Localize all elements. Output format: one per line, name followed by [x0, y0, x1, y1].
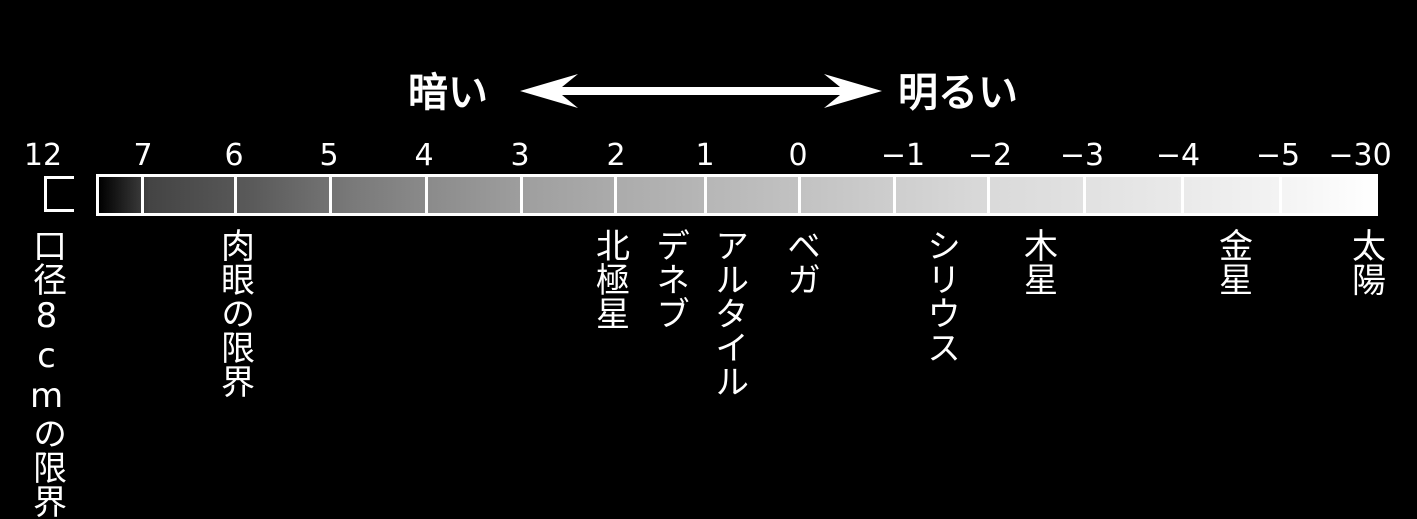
bar-divider [704, 177, 707, 213]
bar-divider [329, 177, 332, 213]
bar-divider [425, 177, 428, 213]
tick-label: 7 [133, 138, 153, 173]
tick-label: 6 [224, 138, 244, 173]
object-label-vega: ベガ [780, 228, 821, 296]
object-label-sun: 太陽 [1345, 228, 1386, 296]
object-label-deneb: デネブ [649, 228, 690, 330]
object-label-jupiter: 木星 [1017, 228, 1058, 296]
tick-label: 2 [606, 138, 626, 173]
tick-label: 4 [414, 138, 434, 173]
tick-label: −1 [880, 138, 926, 173]
tick-label: 5 [319, 138, 339, 173]
bar-divider [141, 177, 144, 213]
bar-divider [1181, 177, 1184, 213]
tick-label: 12 [23, 138, 63, 173]
bar-divider [614, 177, 617, 213]
bar-divider [1083, 177, 1086, 213]
tick-label: −2 [967, 138, 1013, 173]
tick-label: −30 [1328, 138, 1392, 173]
dark-label: 暗い [408, 70, 488, 116]
bar-divider [893, 177, 896, 213]
bar-divider [1279, 177, 1282, 213]
tick-label: −5 [1255, 138, 1301, 173]
object-label-altair: アルタイル [708, 228, 749, 398]
object-label-naked-eye-limit: 肉眼の限界 [214, 228, 255, 398]
tick-label: 0 [788, 138, 808, 173]
scale-break-bracket [44, 176, 74, 212]
tick-label: 3 [510, 138, 530, 173]
object-label-sirius: シリウス [920, 228, 961, 364]
magnitude-gradient-bar [96, 174, 1378, 216]
double-arrow-icon [520, 74, 882, 108]
bright-label: 明るい [898, 70, 1018, 116]
bar-divider [520, 177, 523, 213]
object-label-venus: 金星 [1212, 228, 1253, 296]
object-label-8cm-limit: 口径8cmの限界 [26, 228, 67, 518]
tick-label: 1 [695, 138, 715, 173]
bar-divider [987, 177, 990, 213]
tick-label: −4 [1155, 138, 1201, 173]
tick-label: −3 [1059, 138, 1105, 173]
object-label-polaris: 北極星 [589, 228, 630, 330]
bar-divider [798, 177, 801, 213]
bar-divider [234, 177, 237, 213]
